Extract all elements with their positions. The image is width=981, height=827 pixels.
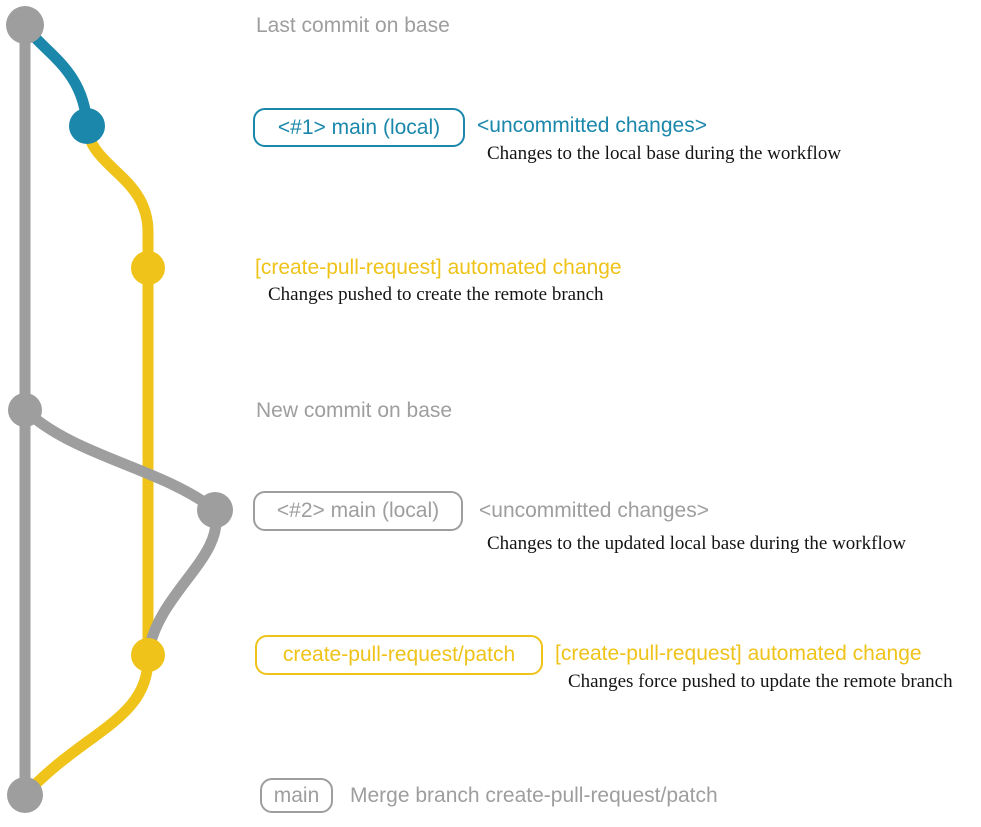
uncommitted-changes-status-1: <uncommitted changes> <box>477 114 707 137</box>
branch-pill-label: main <box>273 783 320 807</box>
state2-description: Changes to the updated local base during… <box>487 533 906 554</box>
push2-description: Changes force pushed to update the remot… <box>568 671 953 692</box>
branch-pill-label: <#2> main (local) <box>276 499 440 522</box>
merge-commit-message: Merge branch create-pull-request/patch <box>350 784 718 807</box>
new-commit-label: New commit on base <box>256 399 453 422</box>
commit-dot-patch-2 <box>131 638 165 672</box>
commit-dot-last-base <box>6 6 44 44</box>
branch-pill-patch: create-pull-request/patch <box>255 635 543 675</box>
push1-description: Changes pushed to create the remote bran… <box>268 284 604 305</box>
commit-dot-local-2 <box>197 492 233 528</box>
uncommitted-changes-status-2: <uncommitted changes> <box>479 499 709 522</box>
commit-dot-local-1 <box>69 108 105 144</box>
state1-description: Changes to the local base during the wor… <box>487 143 842 164</box>
commit-dot-new-base <box>8 393 42 427</box>
branch-pill-main: main <box>260 778 333 813</box>
branch-pill-main-local-2: <#2> main (local) <box>253 491 463 531</box>
branch-pill-main-local-1: <#1> main (local) <box>253 108 465 147</box>
rebase-update-line <box>19 404 222 661</box>
branch-pill-label: <#1> main (local) <box>277 115 441 139</box>
push1-commit-message: [create-pull-request] automated change <box>255 256 622 279</box>
commit-dot-merge <box>7 777 43 813</box>
last-commit-label: Last commit on base <box>256 14 450 37</box>
commit-dot-patch-1 <box>131 251 165 285</box>
push2-commit-message: [create-pull-request] automated change <box>555 642 922 665</box>
branch-pill-label: create-pull-request/patch <box>282 643 516 666</box>
